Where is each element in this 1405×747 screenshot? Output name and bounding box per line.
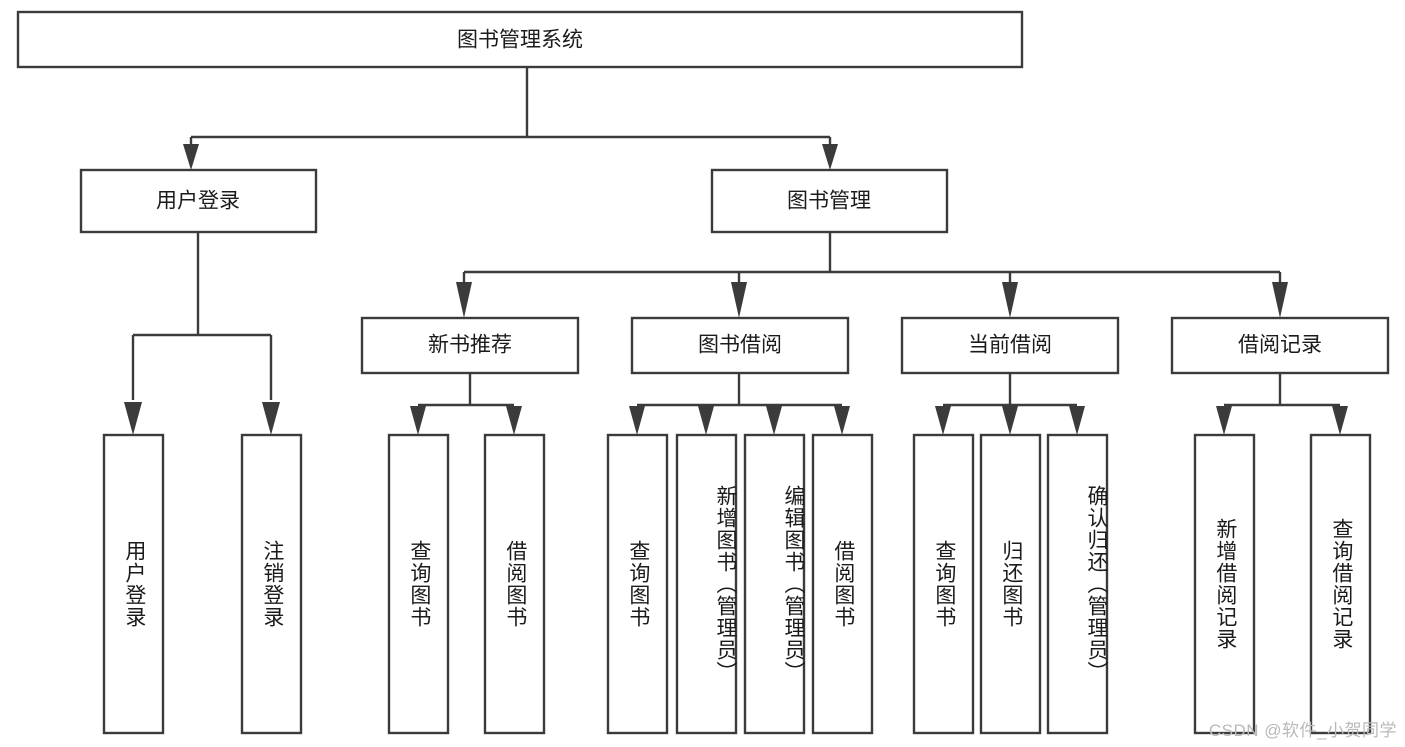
- leaf-box-borrow-book-1[interactable]: [483, 433, 546, 735]
- arrow-head-book-manage: [822, 144, 838, 170]
- arrow-head-borrow-record: [1272, 282, 1288, 318]
- leaf-box-query-book-2[interactable]: [606, 433, 669, 735]
- arrow-head-leaf-add-book: [698, 406, 714, 435]
- leaf-box-add-book[interactable]: [675, 433, 738, 735]
- arrow-head-leaf-edit-book: [766, 406, 782, 435]
- node-user-login-box[interactable]: [79, 168, 318, 234]
- arrow-head-leaf-query-book-3: [935, 406, 951, 435]
- arrow-head-leaf-borrow-book-1: [506, 406, 522, 435]
- leaf-box-query-record[interactable]: [1309, 433, 1372, 735]
- node-book-borrow-label: 图书借阅: [698, 334, 782, 357]
- node-user-login[interactable]: 用户登录: [79, 168, 318, 234]
- leaf-box-borrow-book-2[interactable]: [811, 433, 874, 735]
- leaf-box-user-login[interactable]: [102, 433, 165, 735]
- arrow-head-leaf-query-record: [1332, 406, 1348, 435]
- node-new-book-recommend-label: 新书推荐: [428, 334, 512, 357]
- leaf-boxes: [102, 433, 1372, 735]
- arrow-head-leaf-add-record: [1216, 406, 1232, 435]
- arrow-head-leaf-return-book: [1002, 406, 1018, 435]
- leaf-box-confirm-return[interactable]: [1046, 433, 1109, 735]
- leaf-box-return-book[interactable]: [979, 433, 1042, 735]
- node-current-borrow-box[interactable]: [900, 316, 1120, 375]
- node-root[interactable]: 图书管理系统: [16, 10, 1024, 69]
- arrow-head-leaf-user-login: [124, 402, 142, 435]
- csdn-watermark: CSDN @软件_小贺同学: [1208, 721, 1397, 740]
- connector-group-new-book-recommend: [410, 373, 522, 435]
- node-book-borrow-box[interactable]: [630, 316, 850, 375]
- connector-group-user-login: [124, 232, 280, 435]
- leaf-box-edit-book[interactable]: [743, 433, 806, 735]
- leaf-box-user-logout[interactable]: [240, 433, 303, 735]
- node-book-manage[interactable]: 图书管理: [710, 168, 949, 234]
- leaf-box-query-book-3[interactable]: [912, 433, 975, 735]
- arrow-head-leaf-query-book-1: [410, 406, 426, 435]
- node-borrow-record-label: 借阅记录: [1238, 334, 1322, 357]
- connector-group-borrow-record: [1216, 373, 1348, 435]
- node-book-borrow[interactable]: 图书借阅: [630, 316, 850, 375]
- connector-group-root: [183, 67, 838, 170]
- node-borrow-record-box[interactable]: [1170, 316, 1390, 375]
- node-book-manage-label: 图书管理: [787, 190, 871, 213]
- node-current-borrow-label: 当前借阅: [968, 334, 1052, 357]
- node-new-book-recommend-box[interactable]: [360, 316, 580, 375]
- arrow-head-book-borrow: [731, 282, 747, 318]
- arrow-head-leaf-query-book-2: [629, 406, 645, 435]
- connector-group-current-borrow: [935, 373, 1085, 435]
- node-root-label: 图书管理系统: [457, 29, 583, 52]
- arrow-head-leaf-confirm-return: [1069, 406, 1085, 435]
- arrow-head-new-book-recommend: [456, 282, 472, 318]
- connector-group-book-borrow: [629, 373, 850, 435]
- node-new-book-recommend[interactable]: 新书推荐: [360, 316, 580, 375]
- arrow-head-current-borrow: [1002, 282, 1018, 318]
- node-book-manage-box[interactable]: [710, 168, 949, 234]
- arrow-head-leaf-borrow-book-2: [834, 406, 850, 435]
- node-borrow-record[interactable]: 借阅记录: [1170, 316, 1390, 375]
- leaf-box-query-book-1[interactable]: [387, 433, 450, 735]
- node-user-login-label: 用户登录: [156, 190, 240, 213]
- connector-group-book-manage: [456, 232, 1288, 318]
- leaf-box-add-record[interactable]: [1193, 433, 1256, 735]
- node-root-box[interactable]: [16, 10, 1024, 69]
- arrow-head-leaf-user-logout: [262, 402, 280, 435]
- node-current-borrow[interactable]: 当前借阅: [900, 316, 1120, 375]
- arrow-head-user-login: [183, 144, 199, 170]
